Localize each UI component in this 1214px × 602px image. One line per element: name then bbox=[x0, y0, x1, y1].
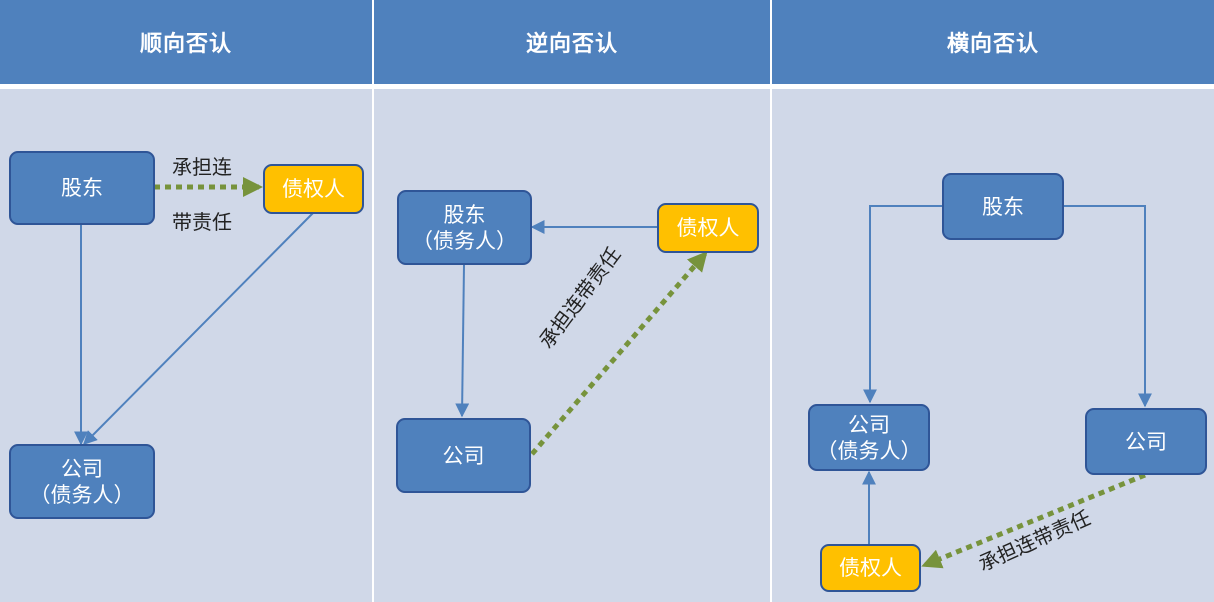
company-label: 公司 bbox=[61, 456, 103, 481]
shareholder-box: 股东 bbox=[942, 173, 1064, 240]
company-label: 公司 bbox=[1125, 429, 1167, 454]
header-reverse-piercing: 逆向否认 bbox=[374, 0, 770, 84]
shareholder-box: 股东 bbox=[9, 151, 155, 225]
debtor-label: （债务人） bbox=[412, 228, 517, 253]
company-debtor-box: 公司 （债务人） bbox=[808, 404, 930, 471]
company-label: 公司 bbox=[848, 412, 890, 437]
header-horizontal-piercing: 横向否认 bbox=[772, 0, 1214, 84]
header-title: 横向否认 bbox=[946, 32, 1039, 57]
header-title: 逆向否认 bbox=[525, 32, 618, 57]
shareholder-label: 股东 bbox=[982, 194, 1024, 219]
creditor-label: 债权人 bbox=[839, 556, 902, 580]
panel-horizontal-piercing bbox=[772, 89, 1214, 602]
debtor-label: （债务人） bbox=[29, 482, 135, 507]
shareholder-debtor-box: 股东 （债务人） bbox=[397, 190, 532, 265]
header-title: 顺向否认 bbox=[139, 32, 232, 57]
header-forward-piercing: 顺向否认 bbox=[0, 0, 372, 84]
liability-label-line1: 承担连 bbox=[172, 155, 232, 179]
company-debtor-box: 公司 （债务人） bbox=[9, 444, 155, 519]
shareholder-label: 股东 bbox=[61, 176, 103, 200]
company-box: 公司 bbox=[1085, 408, 1207, 475]
liability-label-line2: 带责任 bbox=[172, 210, 232, 234]
creditor-box: 债权人 bbox=[820, 544, 921, 592]
company-box: 公司 bbox=[396, 418, 531, 493]
creditor-box: 债权人 bbox=[657, 203, 759, 253]
creditor-label: 债权人 bbox=[282, 177, 345, 201]
creditor-box: 债权人 bbox=[263, 164, 364, 214]
shareholder-label: 股东 bbox=[443, 202, 486, 227]
debtor-label: （债务人） bbox=[816, 438, 922, 463]
panel-reverse-piercing bbox=[374, 89, 770, 602]
company-label: 公司 bbox=[442, 443, 485, 468]
creditor-label: 债权人 bbox=[676, 216, 740, 240]
